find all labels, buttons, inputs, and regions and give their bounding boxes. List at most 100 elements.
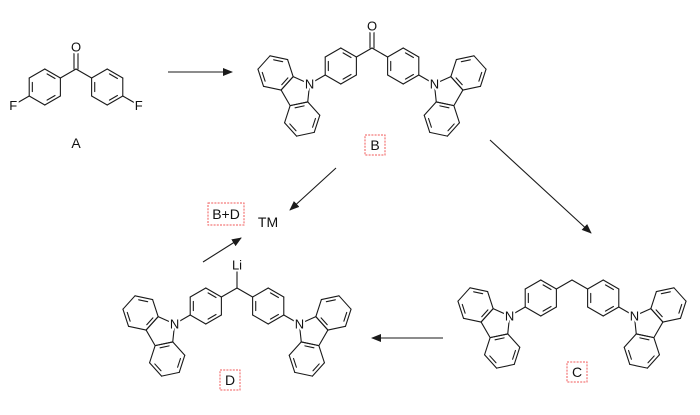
carbazole-benzo-ring-bond: [280, 76, 294, 91]
carbazole-benzo-ring-double-bond: [512, 349, 517, 360]
benzene-ring-bond: [340, 74, 357, 85]
carbazole-benzo-ring-bond: [122, 308, 130, 327]
pyrrole-ring-bond: [633, 315, 637, 335]
benzene-ring-bond: [189, 287, 207, 298]
carbazole-benzo-ring-double-bond: [678, 303, 683, 314]
pyrrole-ring-bond: [507, 315, 511, 335]
carbazole-benzo-ring-bond: [646, 354, 660, 369]
carbazole-benzo-ring-bond: [457, 300, 465, 319]
benzene-ring-double-bond: [108, 73, 118, 80]
carbazole-benzo-ring-double-bond: [473, 291, 484, 295]
benzene-ring-bond: [402, 47, 420, 58]
carbazole-benzo-ring-double-bond: [660, 291, 671, 295]
benzene-ring-double-bond: [108, 94, 118, 101]
benzene-ring-double-bond: [404, 73, 414, 80]
carbazole-benzo-ring-bond: [662, 317, 682, 323]
fluorine-atom: F: [135, 98, 143, 113]
carbazole-benzo-ring-double-bond: [647, 355, 655, 364]
carbazole-benzo-ring-double-bond: [292, 357, 297, 368]
benzene-ring-bond: [587, 306, 604, 317]
label-box-c: [566, 361, 588, 383]
carbazole-benzo-ring-bond: [134, 295, 154, 301]
benzene-ring-double-bond: [604, 305, 614, 312]
label-compound-a: A: [71, 135, 81, 151]
n-aryl-bond: [509, 306, 526, 317]
benzene-ring-double-bond: [207, 313, 217, 320]
n-aryl-bond: [309, 74, 326, 85]
carbazole-benzo-ring-bond: [629, 363, 648, 369]
oxygen-atom: O: [71, 40, 81, 55]
benzene-ring-bond: [267, 287, 285, 298]
benzene-ring-bond: [44, 95, 61, 106]
n-aryl-bond: [174, 314, 191, 325]
benzene-ring-bond: [587, 279, 604, 290]
carbazole-benzo-ring-bond: [435, 101, 455, 107]
benzene-ring-bond: [28, 68, 46, 79]
carbazole-benzo-ring-bond: [653, 337, 660, 356]
nitrogen-atom: N: [505, 309, 514, 324]
benzene-ring-double-bond: [46, 94, 56, 101]
carbazole-benzo-ring-double-bond: [655, 309, 663, 318]
carbazole-benzo-ring-double-bond: [177, 357, 182, 368]
pyrrole-ring-bond: [298, 316, 317, 325]
carbazole-benzo-ring-bond: [257, 68, 265, 87]
benzene-ring-double-bond: [404, 52, 414, 59]
carbazole-benzo-ring-double-bond: [261, 71, 266, 82]
carbazole-benzo-ring-bond: [679, 300, 687, 319]
benzene-ring-bond: [387, 74, 404, 85]
carbazole-benzo-ring-bond: [338, 295, 352, 310]
central-bond: [220, 287, 238, 298]
carbazole-benzo-ring-bond: [650, 308, 664, 323]
n-aryl-bond: [618, 306, 635, 317]
nitrogen-atom: N: [630, 309, 639, 324]
carbazole-benzo-ring-double-bond: [460, 59, 471, 63]
carbazole-benzo-ring-bond: [307, 101, 321, 116]
carbazole-benzo-ring-bond: [655, 287, 675, 293]
carbazole-benzo-ring-bond: [487, 291, 494, 310]
n-aryl-bond: [418, 74, 435, 85]
label-compound-d: D: [225, 372, 235, 388]
carbazole-benzo-ring-double-bond: [273, 59, 284, 63]
carbazole-benzo-ring-bond: [344, 308, 352, 327]
carbazole-benzo-ring-bond: [623, 346, 631, 365]
carbazole-benzo-ring-bond: [673, 287, 687, 302]
arrow-b-to-tm: [289, 167, 337, 211]
benzene-ring-bond: [205, 287, 222, 298]
carbazole-benzo-ring-bond: [300, 341, 320, 347]
pyrrole-ring-bond: [492, 308, 511, 317]
carbazole-benzo-ring-bond: [288, 341, 302, 356]
carbazole-benzo-ring-bond: [484, 337, 491, 356]
carbazole-benzo-ring-bond: [318, 345, 325, 364]
carbazole-benzo-ring-bond: [315, 316, 329, 331]
carbazole-benzo-ring-double-bond: [312, 117, 317, 128]
nitrogen-atom: N: [295, 317, 304, 332]
benzene-ring-double-bond: [46, 73, 56, 80]
benzene-ring-bond: [387, 47, 404, 58]
central-bond: [371, 47, 389, 58]
benzene-ring-bond: [252, 314, 269, 325]
carbazole-benzo-ring-bond: [469, 287, 489, 293]
carbazole-benzo-ring-bond: [145, 316, 159, 331]
carbazole-benzo-ring-bond: [446, 122, 460, 137]
carbazole-benzo-ring-bond: [127, 325, 147, 331]
carbazole-benzo-ring-bond: [450, 76, 464, 91]
carbazole-benzo-ring-bond: [315, 299, 322, 318]
benzene-ring-bond: [267, 314, 285, 325]
carbazole-benzo-ring-bond: [320, 295, 340, 301]
carbazole-benzo-ring-double-bond: [312, 363, 320, 372]
c-f-bond: [122, 95, 137, 105]
label-compound-b: B: [370, 137, 379, 153]
benzene-ring-bond: [205, 314, 222, 325]
carbazole-benzo-ring-double-bond: [126, 311, 131, 322]
carbazole-benzo-ring-bond: [311, 362, 325, 377]
carbazole-benzo-ring-bond: [288, 354, 296, 373]
carbazole-benzo-ring-double-bond: [154, 363, 162, 372]
pyrrole-ring-bond: [318, 329, 329, 347]
pyrrole-ring-bond: [307, 83, 311, 103]
carbazole-benzo-ring-bond: [161, 371, 180, 377]
carbazole-benzo-ring-double-bond: [159, 345, 170, 349]
carbazole-benzo-ring-bond: [296, 131, 315, 137]
carbazole-benzo-ring-bond: [287, 59, 294, 78]
nitrogen-atom: N: [430, 77, 439, 92]
